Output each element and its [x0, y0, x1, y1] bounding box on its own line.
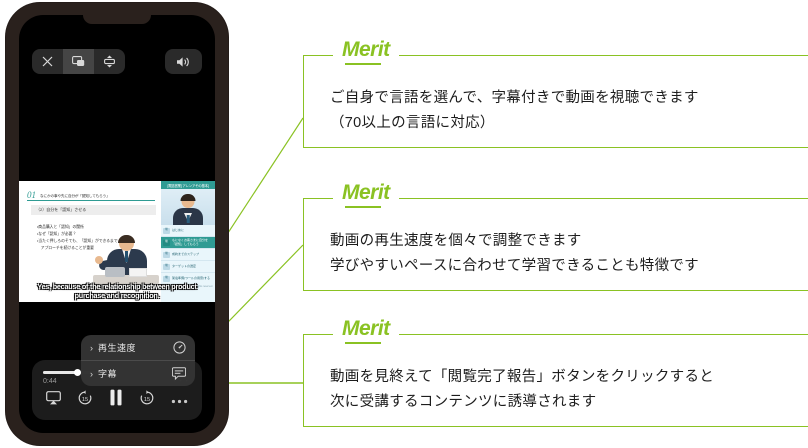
slide-chapter-sidebar: [電話営業] アレンアその基本] 動 はじめに 動 [161, 181, 215, 302]
merit-underline [345, 342, 381, 344]
airplay-icon [46, 390, 61, 410]
volume-icon [176, 56, 191, 68]
menu-item-subtitles[interactable]: › 字幕 [81, 360, 195, 386]
close-button[interactable] [32, 49, 63, 74]
chapter-badge: 動 [163, 227, 170, 234]
slide-number: 01 [27, 190, 36, 200]
merit-tag: Merit [333, 182, 399, 208]
expand-icon [104, 55, 115, 68]
slide-bullets: ・商品購入と「認知」の関係 ・なぜ「認知」が必要？ ・当たく押しろのそても、「認… [37, 224, 118, 252]
menu-item-label: 再生速度 [98, 343, 137, 353]
chapter-item[interactable]: 動 成約までのステップ [161, 249, 215, 261]
chapter-item-active[interactable]: 動 もになくお客さまに自分を「認知」してもらう [161, 237, 215, 249]
expand-button[interactable] [94, 49, 125, 74]
chapter-badge: 動 [163, 251, 170, 258]
merit-label: Merit [342, 317, 390, 340]
menu-item-playback-speed[interactable]: › 再生速度 [81, 335, 195, 360]
slide-subheading: （2）自分を「認知」させる [31, 205, 156, 215]
slide-bullet: ・なぜ「認知」が必要？ [37, 232, 77, 237]
more-options-button[interactable] [171, 391, 188, 409]
slide-copyright: Copyright © 20XX Co.,Ltd. All rights res… [164, 285, 213, 288]
rewind-15-icon: 15 [77, 389, 93, 411]
chapter-label: 架電準備(つ一ルの用意)する [172, 275, 210, 280]
progress-knob[interactable] [74, 369, 81, 376]
merit-tag: Merit [333, 39, 399, 65]
video-subtitle: Yes, because of the relationship between… [19, 282, 215, 300]
merit-card-3: Merit 動画を見終えて「閲覧完了報告」ボタンをクリックすると 次に受講するコ… [303, 318, 808, 427]
speaker-thumbnail [161, 189, 215, 225]
merit-card-body: ご自身で言語を選んで、字幕付きで動画を視聴できます （70以上の言語に対応） [304, 56, 808, 136]
video-slide: 01 なにかの事や先に自分が「認知してもらう」 （2）自分を「認知」させる ・商… [19, 181, 215, 302]
merit-card-2: Merit 動画の再生速度を個々で調整できます 学びやすいペースに合わせて学習で… [303, 182, 808, 291]
chapter-item[interactable]: 動 架電準備(つ一ルの用意)する [161, 273, 215, 284]
chapter-badge: 動 [163, 275, 170, 282]
airplay-button[interactable] [46, 390, 61, 410]
phone-notch [83, 15, 151, 24]
pip-icon [72, 56, 85, 67]
merit-underline [345, 206, 381, 208]
playback-settings-menu: › 再生速度 › 字幕 [81, 335, 195, 386]
merit-text-line: 動画の再生速度を個々で調整できます [330, 233, 582, 249]
progress-area: 0:44 [43, 369, 101, 385]
sidebar-title: [電話営業] アレンアその基本] [161, 181, 215, 189]
progress-fill [43, 371, 77, 374]
chapter-label: ターゲットの選定 [172, 263, 197, 268]
close-icon [42, 56, 53, 67]
slide-illustration [93, 235, 159, 284]
merit-label: Merit [342, 181, 390, 204]
slide-bullet: ・当たく押しろのそても、「認知」ができるまで [37, 239, 118, 244]
caption-icon [172, 367, 186, 380]
merit-text-line: ご自身で言語を選んで、字幕付きで動画を視聴できます [330, 90, 699, 106]
pip-button[interactable] [63, 49, 94, 74]
chevron-right-icon: › [90, 368, 93, 379]
merit-text-line: 学びやすいペースに合わせて学習できることも特徴です [330, 257, 699, 274]
rewind-15-button[interactable]: 15 [77, 389, 93, 411]
chapter-label: 成約までのステップ [172, 251, 200, 256]
chapter-label: もになくお客さまに自分を「認知」してもらう [172, 238, 209, 246]
slide-header-text: なにかの事や先に自分が「認知してもらう」 [40, 194, 110, 199]
merit-card-body: 動画の再生速度を個々で調整できます 学びやすいペースに合わせて学習できることも特… [304, 199, 808, 279]
phone-mockup: 01 なにかの事や先に自分が「認知してもらう」 （2）自分を「認知」させる ・商… [6, 3, 228, 445]
slide-bullet: アプローチを続けることが重要 [37, 246, 94, 251]
merit-card-body: 動画を見終えて「閲覧完了報告」ボタンをクリックすると 次に受講するコンテンツに誘… [304, 335, 808, 415]
merit-underline [345, 63, 381, 65]
chapter-item[interactable]: 動 ターゲットの選定 [161, 261, 215, 273]
chapter-label: はじめに [172, 227, 185, 232]
pause-button[interactable] [109, 389, 123, 411]
pause-icon [109, 389, 123, 411]
video-top-controls [32, 49, 202, 74]
subtitle-line: Yes, because of the relationship between… [37, 282, 197, 291]
menu-item-label: 字幕 [98, 369, 118, 379]
slide-main-area: 01 なにかの事や先に自分が「認知してもらう」 （2）自分を「認知」させる ・商… [19, 181, 161, 302]
merit-label: Merit [342, 38, 390, 61]
transport-controls: 15 [32, 387, 202, 413]
chapter-badge: 動 [163, 239, 170, 246]
chapter-badge: 動 [163, 263, 170, 270]
merit-card-1: Merit ご自身で言語を選んで、字幕付きで動画を視聴できます （70以上の言語… [303, 39, 808, 148]
subtitle-line: purchase and recognition. [74, 291, 160, 300]
more-icon [171, 391, 188, 409]
merit-text-line: 動画を見終えて「閲覧完了報告」ボタンをクリックすると [330, 369, 715, 385]
forward-15-icon: 15 [139, 389, 155, 411]
slide-bullet: ・商品購入と「認知」の関係 [37, 225, 84, 229]
svg-text:15: 15 [82, 397, 88, 403]
chevron-right-icon: › [90, 342, 93, 353]
speedometer-icon [173, 341, 186, 354]
chapter-item[interactable]: 動 はじめに [161, 225, 215, 237]
svg-text:15: 15 [144, 397, 150, 403]
volume-button[interactable] [165, 49, 202, 74]
merit-text-line: 次に受講するコンテンツに誘導されます [330, 393, 597, 410]
progress-slider[interactable] [43, 369, 101, 376]
top-control-group [32, 49, 125, 74]
merit-text-line: （70以上の言語に対応） [330, 114, 495, 131]
phone-screen: 01 なにかの事や先に自分が「認知してもらう」 （2）自分を「認知」させる ・商… [19, 15, 215, 433]
current-time: 0:44 [43, 378, 57, 385]
slide-header: 01 なにかの事や先に自分が「認知してもらう」 [27, 187, 155, 201]
merit-tag: Merit [333, 318, 399, 344]
forward-15-button[interactable]: 15 [139, 389, 155, 411]
